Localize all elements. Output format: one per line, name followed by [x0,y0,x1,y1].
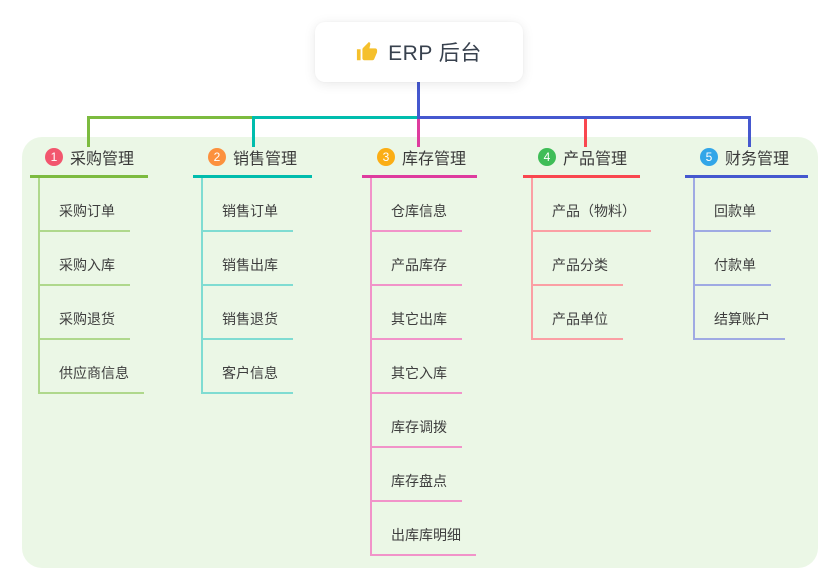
child-node-label: 采购订单 [38,201,130,232]
branch-number-badge: 4 [538,147,556,166]
connector-line [748,116,751,147]
child-node-label: 销售订单 [201,201,293,232]
child-node[interactable]: 其它出库 [370,286,477,340]
connector-line [87,116,90,147]
child-node-label: 库存盘点 [370,471,462,502]
child-node[interactable]: 其它入库 [370,340,477,394]
branch-label: 销售管理 [233,150,298,168]
child-node[interactable]: 销售订单 [201,178,312,232]
child-node[interactable]: 采购退货 [38,286,148,340]
connector-line [417,119,420,147]
child-node[interactable]: 付款单 [693,232,808,286]
child-node-label: 结算账户 [693,309,785,340]
branch-number-badge: 3 [377,147,395,166]
branch-node[interactable]: 2 销售管理 [193,145,312,178]
branch-inventory: 3 库存管理 仓库信息 产品库存 其它出库 其它入库 库存调拨 库存盘点 出库库… [362,145,477,556]
connector-line [417,116,751,119]
child-node-label: 其它入库 [370,363,462,394]
branch-label: 库存管理 [402,150,467,168]
branch-finance: 5 财务管理 回款单 付款单 结算账户 [685,145,808,340]
child-node-label: 仓库信息 [370,201,462,232]
branch-node[interactable]: 1 采购管理 [30,145,148,178]
connector-line [87,116,253,119]
branch-number-badge: 2 [208,147,226,166]
child-node-label: 出库库明细 [370,525,476,556]
child-node[interactable]: 库存调拨 [370,394,477,448]
child-node-label: 产品（物料） [531,201,651,232]
child-node-label: 供应商信息 [38,363,144,394]
root-connector-line [417,82,420,119]
child-node[interactable]: 产品分类 [531,232,640,286]
child-node[interactable]: 产品单位 [531,286,640,340]
child-node[interactable]: 产品库存 [370,232,477,286]
child-node[interactable]: 结算账户 [693,286,808,340]
branch-children: 产品（物料） 产品分类 产品单位 [531,178,651,340]
root-node[interactable]: ERP 后台 [315,22,523,82]
branch-children: 仓库信息 产品库存 其它出库 其它入库 库存调拨 库存盘点 出库库明细 [370,178,477,556]
child-node-label: 产品库存 [370,255,462,286]
thumbs-up-icon [356,41,378,63]
branch-children: 销售订单 销售出库 销售退货 客户信息 [201,178,312,394]
child-node[interactable]: 销售退货 [201,286,312,340]
connector-line [252,116,418,119]
child-node[interactable]: 仓库信息 [370,178,477,232]
child-node-label: 销售出库 [201,255,293,286]
child-node-label: 销售退货 [201,309,293,340]
branch-number-badge: 1 [45,147,63,166]
root-node-label: ERP 后台 [388,42,482,65]
child-node-label: 采购入库 [38,255,130,286]
child-node-label: 产品分类 [531,255,623,286]
child-node-label: 产品单位 [531,309,623,340]
child-node[interactable]: 库存盘点 [370,448,477,502]
branch-product: 4 产品管理 产品（物料） 产品分类 产品单位 [523,145,651,340]
branches-background-panel [22,137,818,568]
branch-children: 采购订单 采购入库 采购退货 供应商信息 [38,178,148,394]
child-node-label: 付款单 [693,255,771,286]
branch-children: 回款单 付款单 结算账户 [693,178,808,340]
branch-sales: 2 销售管理 销售订单 销售出库 销售退货 客户信息 [193,145,312,394]
branch-purchase: 1 采购管理 采购订单 采购入库 采购退货 供应商信息 [30,145,148,394]
child-node[interactable]: 出库库明细 [370,502,477,556]
connector-line [584,119,587,147]
child-node-label: 库存调拨 [370,417,462,448]
child-node[interactable]: 销售出库 [201,232,312,286]
branch-node[interactable]: 4 产品管理 [523,145,640,178]
child-node-label: 采购退货 [38,309,130,340]
branch-number-badge: 5 [700,147,718,166]
connector-line [252,116,255,147]
child-node[interactable]: 回款单 [693,178,808,232]
child-node[interactable]: 采购订单 [38,178,148,232]
child-node[interactable]: 采购入库 [38,232,148,286]
branch-node[interactable]: 5 财务管理 [685,145,808,178]
child-node[interactable]: 客户信息 [201,340,312,394]
branch-label: 采购管理 [70,150,135,168]
child-node[interactable]: 产品（物料） [531,178,651,232]
child-node-label: 回款单 [693,201,771,232]
child-node[interactable]: 供应商信息 [38,340,148,394]
child-node-label: 客户信息 [201,363,293,394]
branch-label: 产品管理 [563,150,628,168]
child-node-label: 其它出库 [370,309,462,340]
branch-label: 财务管理 [725,150,790,168]
branch-node[interactable]: 3 库存管理 [362,145,477,178]
